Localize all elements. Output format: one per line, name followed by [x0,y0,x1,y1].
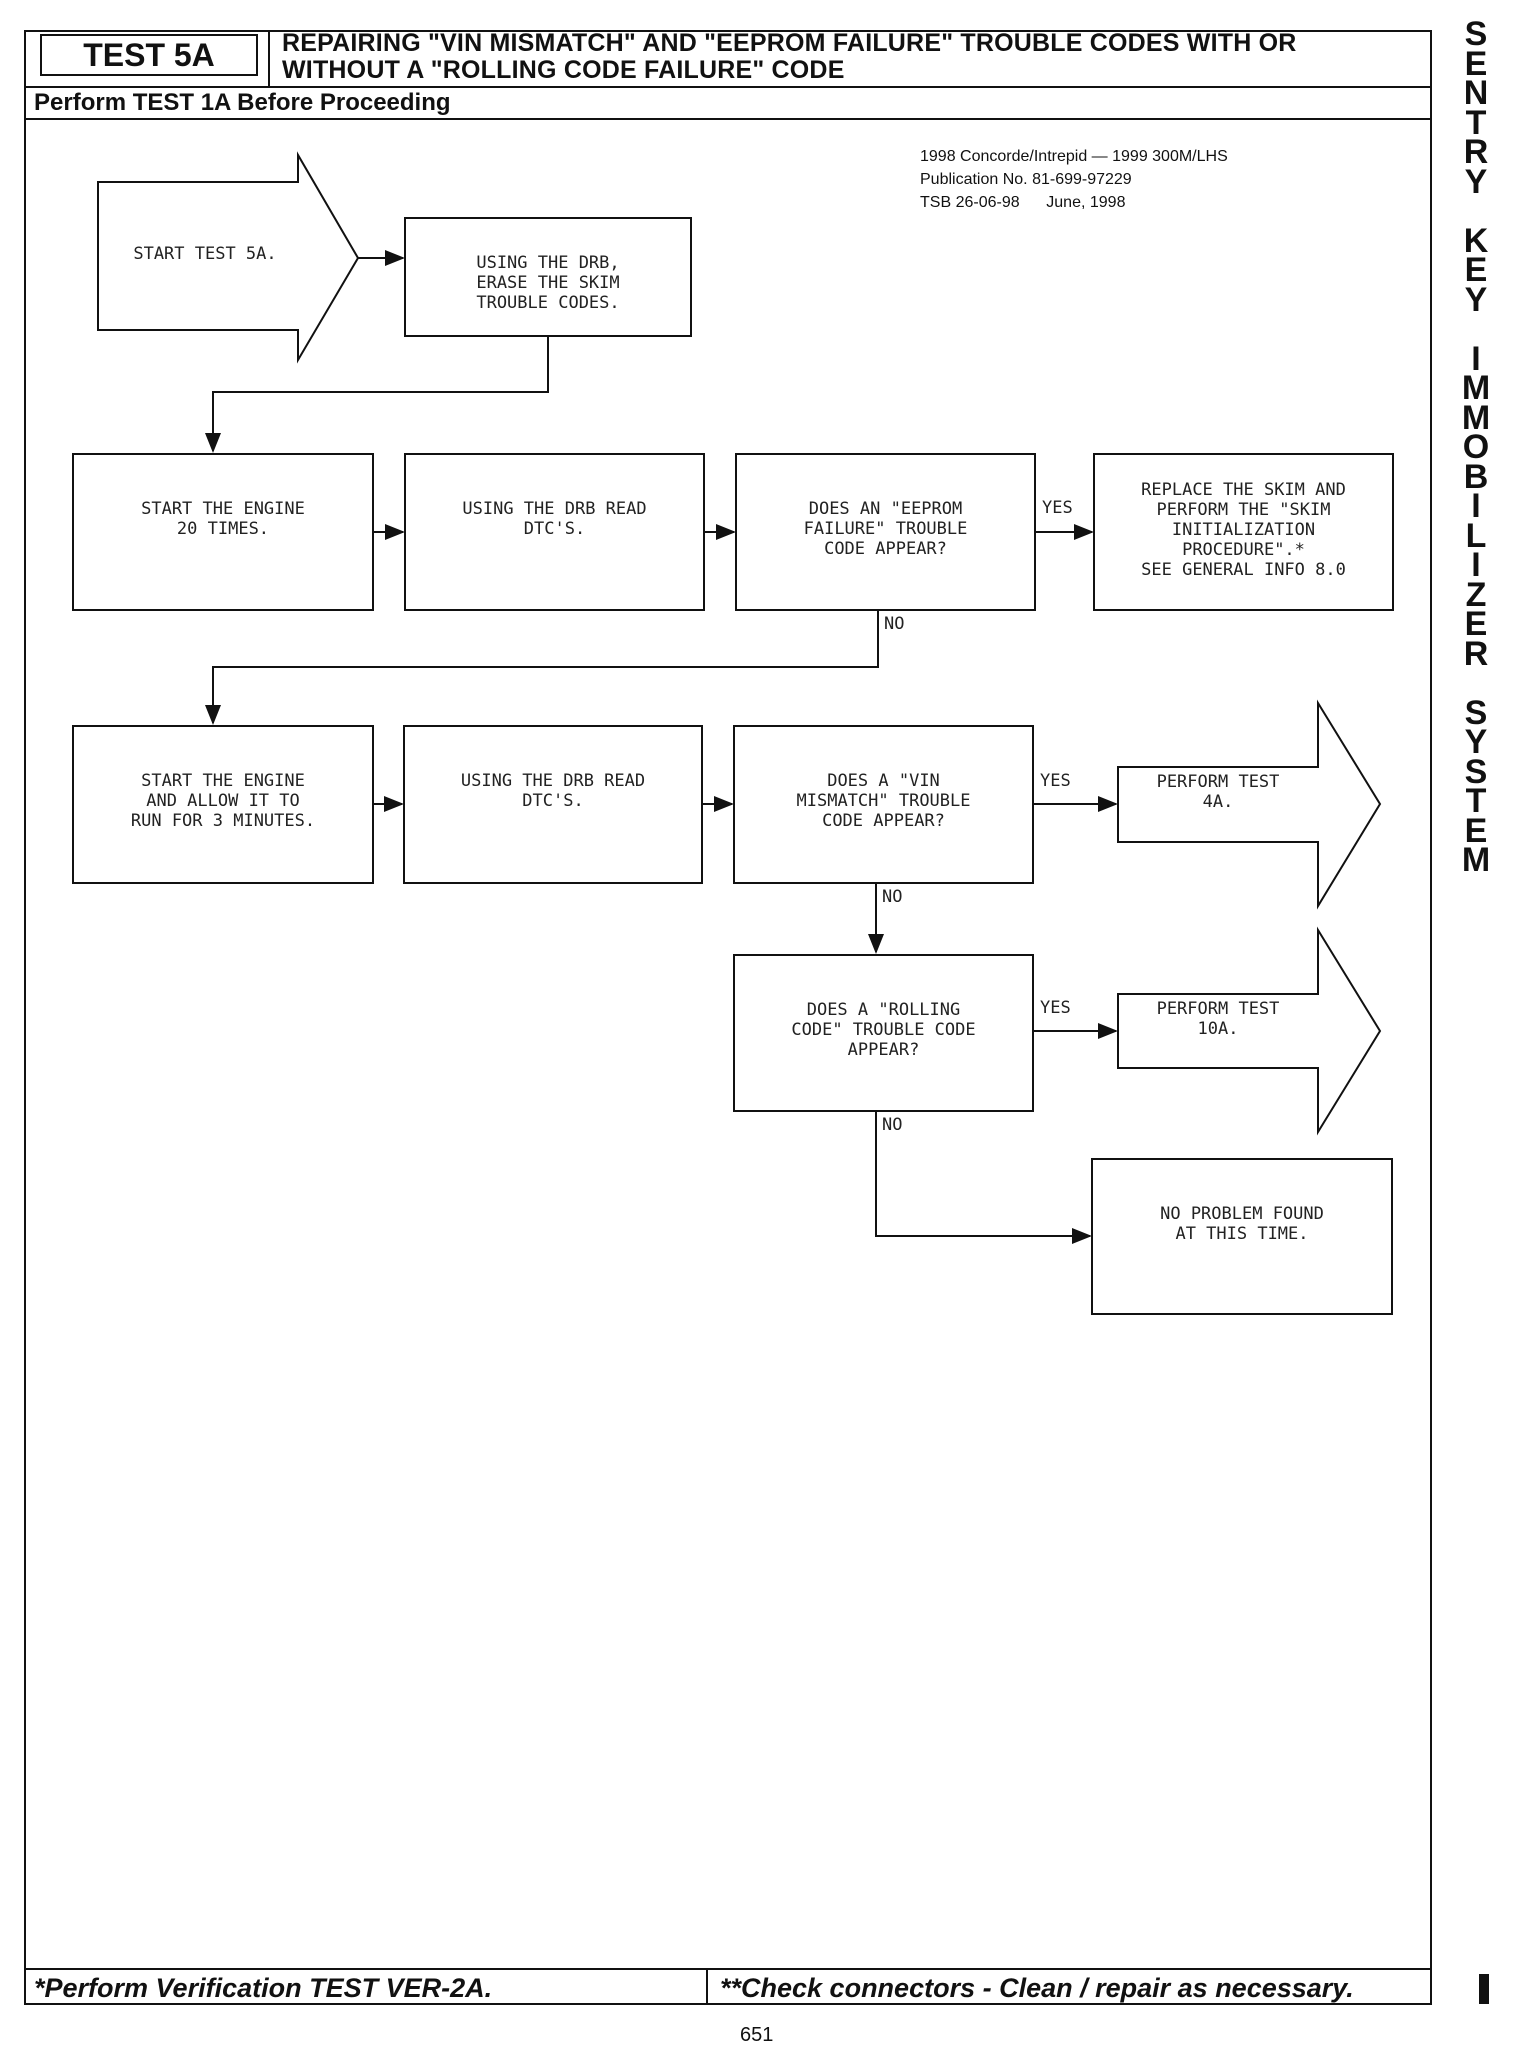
side-title-letter: S [1464,752,1488,791]
no-problem-box: NO PROBLEM FOUND AT THIS TIME. [1091,1158,1393,1315]
footer-left-note: *Perform Verification TEST VER-2A. [34,1973,493,2003]
side-title-letter: T [1465,103,1487,142]
start-engine-20-box: START THE ENGINE 20 TIMES. [72,453,374,611]
side-title-letter: Y [1464,280,1488,319]
perform-4a-arrow-shape [1117,699,1382,910]
footer-right-note: **Check connectors - Clean / repair as n… [720,1973,1354,2003]
side-title-letter: E [1464,605,1488,643]
eeprom-question-box: DOES AN "EEPROM FAILURE" TROUBLE CODE AP… [735,453,1036,611]
side-title-letter: R [1463,133,1489,171]
perform-4a-text: PERFORM TEST 4A. [1156,772,1280,812]
publication-info: 1998 Concorde/Intrepid — 1999 300M/LHS P… [920,145,1228,214]
side-title-letter: M [1461,398,1491,437]
margin-bar [1479,1974,1489,2004]
header-rule [24,86,1432,88]
side-title-letter: M [1461,369,1491,407]
title-divider [268,30,270,86]
subheader: Perform TEST 1A Before Proceeding [34,89,451,116]
side-title-letter: E [1464,811,1488,850]
start-engine-3min-box: START THE ENGINE AND ALLOW IT TO RUN FOR… [72,725,374,884]
side-title-letter: I [1471,546,1481,584]
title-line-1: REPAIRING "VIN MISMATCH" AND "EEPROM FAI… [282,29,1297,57]
page-number: 651 [740,2024,774,2046]
rolling-question-text: DOES A "ROLLING CODE" TROUBLE CODE APPEA… [791,1000,976,1060]
side-title-letter: K [1463,221,1489,260]
no-label-vin: NO [882,887,903,907]
side-title-letter: L [1465,516,1487,555]
yes-label-eeprom: YES [1042,498,1073,518]
side-title-letter: S [1464,693,1488,732]
footer-divider [706,1968,708,2005]
side-title-letter: M [1461,841,1491,879]
read-dtc-text-1: USING THE DRB READ DTC's. [462,499,647,539]
vin-question-text: DOES A "VIN MISMATCH" TROUBLE CODE APPEA… [796,771,971,831]
start-test-label: START TEST 5A. [133,244,277,264]
side-title-letter: Y [1464,723,1488,761]
side-title-letter: Z [1465,575,1487,614]
read-dtc-box-1: USING THE DRB READ DTC's. [404,453,705,611]
side-title-letter: E [1464,251,1488,289]
publication-line-3: TSB 26-06-98 June, 1998 [920,194,1126,211]
no-problem-text: NO PROBLEM FOUND AT THIS TIME. [1160,1204,1324,1244]
vin-question-box: DOES A "VIN MISMATCH" TROUBLE CODE APPEA… [733,725,1034,884]
test-label: TEST 5A [40,34,258,76]
page-title: REPAIRING "VIN MISMATCH" AND "EEPROM FAI… [282,30,1422,84]
side-title-letter: I [1471,339,1481,378]
erase-codes-box: USING THE DRB, ERASE THE SKIM TROUBLE CO… [404,217,692,337]
page-frame [24,30,1432,2005]
no-label-eeprom: NO [884,614,905,634]
side-title-letter: O [1462,428,1490,466]
read-dtc-box-2: USING THE DRB READ DTC's. [403,725,703,884]
publication-line-1: 1998 Concorde/Intrepid — 1999 300M/LHS [920,148,1228,165]
side-title-letter: S [1464,15,1488,53]
start-engine-3min-text: START THE ENGINE AND ALLOW IT TO RUN FOR… [130,771,316,831]
eeprom-question-text: DOES AN "EEPROM FAILURE" TROUBLE CODE AP… [803,499,968,559]
perform-10a-arrow-shape [1117,926,1382,1136]
read-dtc-text-2: USING THE DRB READ DTC's. [460,771,646,811]
start-engine-20-text: START THE ENGINE 20 TIMES. [141,499,305,539]
subheader-rule [24,118,1432,120]
publication-line-2: Publication No. 81-699-97229 [920,171,1132,188]
side-title-letter: Y [1464,162,1488,201]
side-title-letter: T [1465,782,1487,820]
rolling-question-box: DOES A "ROLLING CODE" TROUBLE CODE APPEA… [733,954,1034,1112]
side-title-letter: B [1463,457,1489,496]
yes-label-rolling: YES [1040,998,1071,1018]
no-label-rolling: NO [882,1115,903,1135]
start-arrow-shape [97,151,360,364]
replace-skim-box: REPLACE THE SKIM AND PERFORM THE "SKIM I… [1093,453,1394,611]
erase-codes-text: USING THE DRB, ERASE THE SKIM TROUBLE CO… [476,253,620,313]
yes-label-vin: YES [1040,771,1071,791]
perform-10a-text: PERFORM TEST 10A. [1156,999,1280,1039]
footer-rule [24,1968,1432,1970]
side-title-letter: E [1464,44,1488,83]
side-title-letter: R [1463,634,1489,673]
title-line-2: WITHOUT A "ROLLING CODE FAILURE" CODE [282,56,845,84]
replace-skim-text: REPLACE THE SKIM AND PERFORM THE "SKIM I… [1141,480,1346,580]
side-title-letter: N [1463,74,1489,112]
side-title-letter: I [1471,487,1481,525]
